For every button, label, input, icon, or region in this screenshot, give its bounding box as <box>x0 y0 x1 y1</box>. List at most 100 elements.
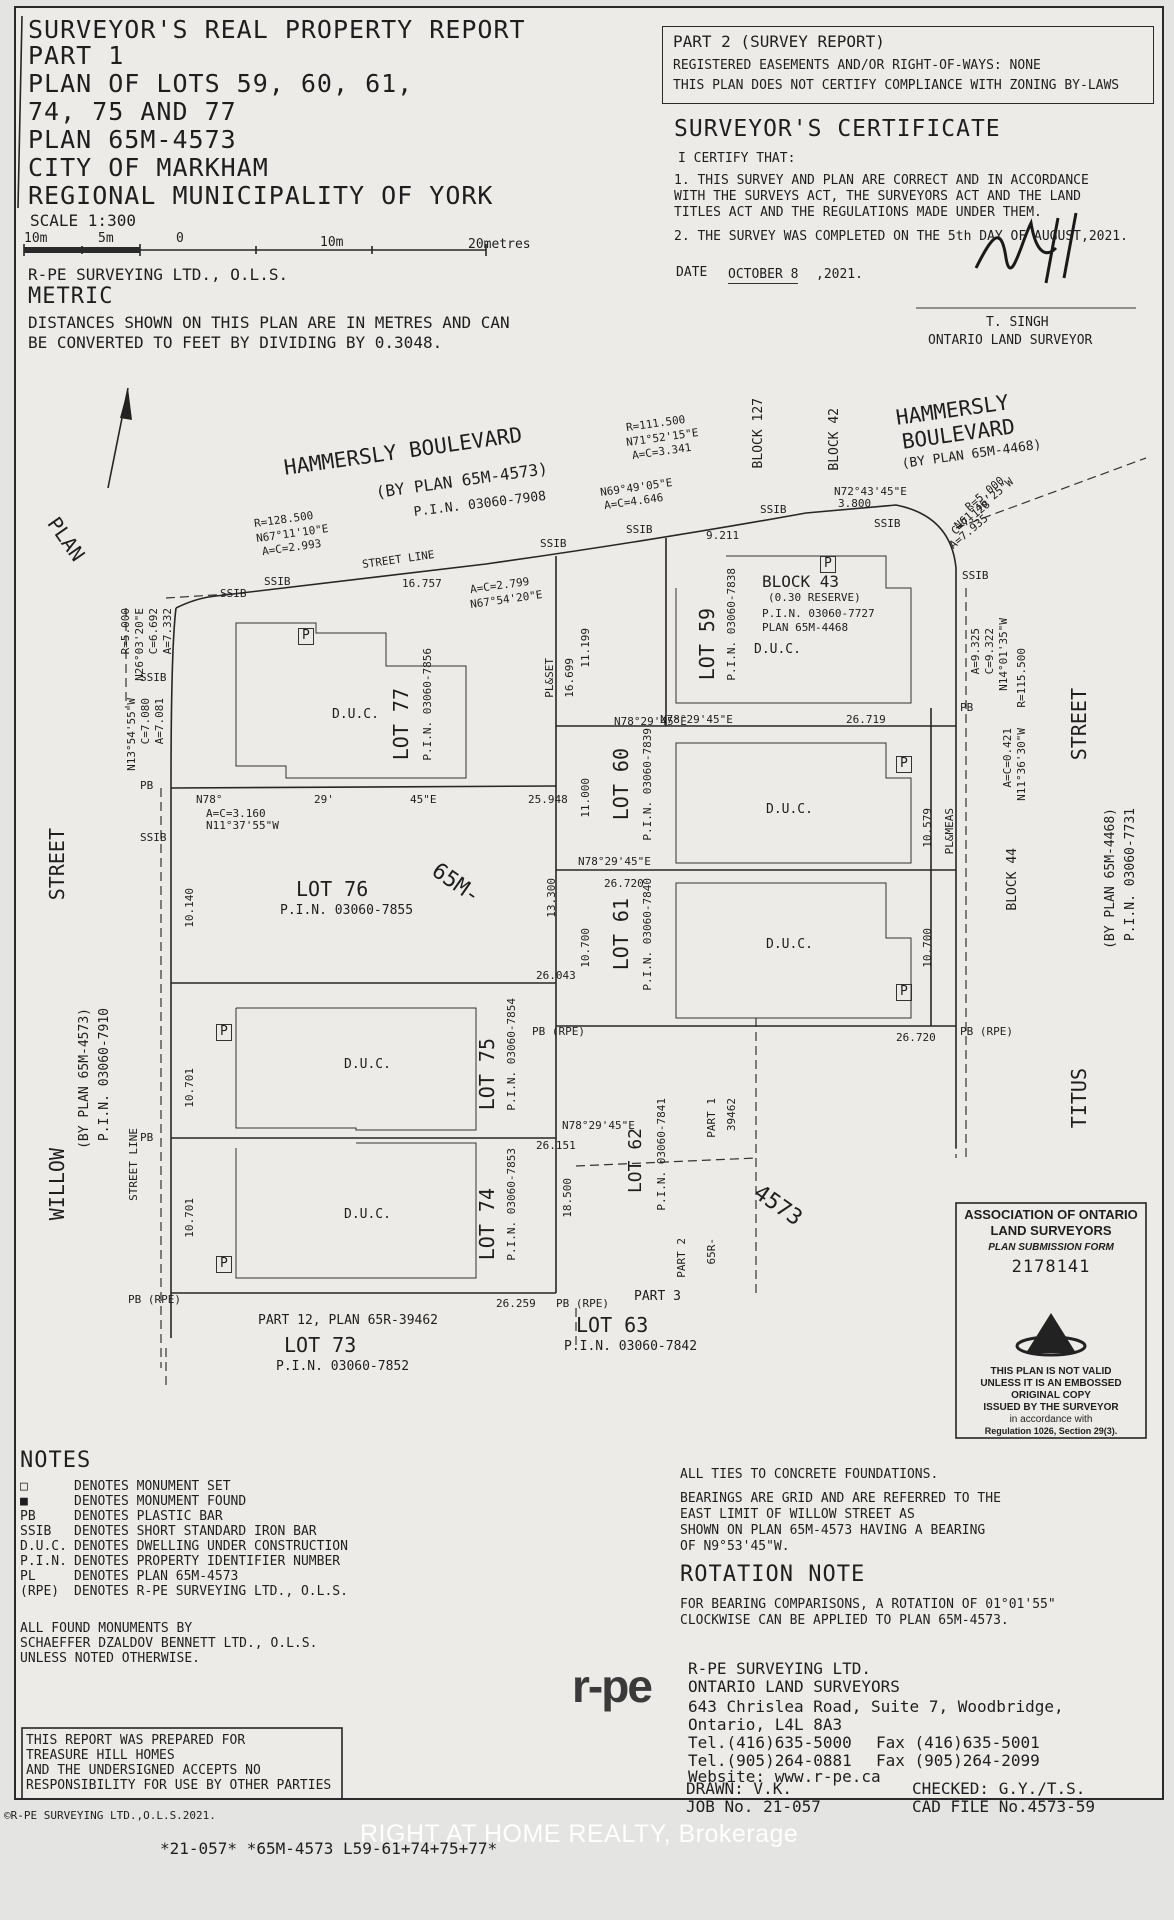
company-tel-1: Tel.(416)635-5000 <box>688 1733 852 1752</box>
dim-13300: 13.300 <box>545 878 558 918</box>
curve-r115500: R=115.500 <box>1015 648 1028 708</box>
company-line-1: ONTARIO LAND SURVEYORS <box>688 1677 900 1696</box>
dim-16757: 16.757 <box>402 577 442 590</box>
lot-75-label: LOT 75 <box>475 1038 499 1111</box>
lot-76-label: LOT 76 <box>296 877 369 901</box>
bearing-n78-lot59: N78°29'45"E <box>660 713 733 726</box>
certificate-date-value: OCTOBER 8 <box>728 267 799 284</box>
lot-60-label: LOT 60 <box>609 748 633 821</box>
stamp-title-2: LAND SURVEYORS <box>990 1223 1112 1238</box>
title-line-4: 74, 75 AND 77 <box>28 97 237 126</box>
company-fax-1: Fax (416)635-5001 <box>876 1733 1040 1752</box>
monuments-line-3: UNLESS NOTED OTHERWISE. <box>20 1651 201 1666</box>
marker-pb-rpe-4: PB (RPE) <box>556 1297 609 1310</box>
scale-tick-5: 20metres <box>468 237 531 252</box>
marker-p-5: P <box>896 756 912 773</box>
stamp-notice-1: THIS PLAN IS NOT VALID <box>990 1366 1112 1377</box>
monuments-line-1: ALL FOUND MONUMENTS BY <box>20 1621 193 1636</box>
stamp-notice-2: UNLESS IT IS AN EMBOSSED <box>980 1378 1122 1389</box>
note-text-7: DENOTES PLAN 65M-4573 <box>74 1569 239 1584</box>
title-line-1: SURVEYOR'S REAL PROPERTY REPORT <box>28 15 526 44</box>
block-43-label: BLOCK 43 <box>762 572 840 591</box>
marker-p-2: P <box>216 1024 232 1041</box>
marker-ssib-1: SSIB <box>220 587 247 600</box>
metric-note-2: BE CONVERTED TO FEET BY DIVIDING BY 0.30… <box>28 333 443 352</box>
firm-label: R-PE SURVEYING LTD., O.L.S. <box>28 265 289 284</box>
prepared-line-3: AND THE UNDERSIGNED ACCEPTS NO <box>26 1763 261 1778</box>
certificate-title: SURVEYOR'S CERTIFICATE <box>674 116 1001 142</box>
ties-note: ALL TIES TO CONCRETE FOUNDATIONS. <box>680 1467 939 1482</box>
marker-pb-2: PB <box>140 1131 154 1144</box>
lot-75-pin: P.I.N. 03060-7854 <box>505 998 518 1111</box>
part12-label: PART 12, PLAN 65R-39462 <box>258 1313 439 1328</box>
road-titus-plan: (BY PLAN 65M-4468) <box>1103 808 1118 949</box>
road-willow-pin: P.I.N. 03060-7910 <box>97 1008 112 1142</box>
dim-26719: 26.719 <box>846 713 886 726</box>
certificate-item-4: 2. THE SURVEY WAS COMPLETED ON THE 5th D… <box>674 229 1128 244</box>
note-text-3: DENOTES PLASTIC BAR <box>74 1509 223 1524</box>
curve-n11-36: N11°36'30"W <box>1015 728 1028 801</box>
dim-10700-a: 10.700 <box>579 928 592 968</box>
bearing-45-a: 45"E <box>410 793 437 806</box>
part3-label: PART 3 <box>634 1289 681 1304</box>
notes-title: NOTES <box>20 1448 92 1473</box>
lot-59-label: LOT 59 <box>695 608 719 681</box>
duc-lot-60: D.U.C. <box>766 802 813 817</box>
certificate-date-label: DATE <box>676 265 708 280</box>
marker-p-6: P <box>896 984 912 1001</box>
marker-pb-rpe-1: PB (RPE) <box>128 1293 181 1306</box>
signer-title: ONTARIO LAND SURVEYOR <box>928 333 1093 348</box>
dim-10700-b: 10.700 <box>921 928 934 968</box>
dim-26720-b: 26.720 <box>896 1031 936 1044</box>
note-key-7: PL <box>20 1569 36 1584</box>
stamp-title-1: ASSOCIATION OF ONTARIO <box>964 1207 1138 1222</box>
bearings-note-3: SHOWN ON PLAN 65M-4573 HAVING A BEARING <box>680 1523 986 1538</box>
footer-code: *21-057* *65M-4573 L59-61+74+75+77* <box>160 1839 498 1858</box>
block-127-label: BLOCK 127 <box>751 398 766 469</box>
note-text-2: DENOTES MONUMENT FOUND <box>74 1494 247 1509</box>
marker-ssib-7: SSIB <box>962 569 989 582</box>
part2-label: PART 2 <box>675 1238 688 1278</box>
stamp-notice-4: ISSUED BY THE SURVEYOR <box>983 1402 1119 1413</box>
drawn-by: DRAWN: V.K. <box>686 1779 792 1798</box>
note-key-1: □ <box>20 1479 28 1494</box>
part1-label: PART 1 <box>705 1098 718 1138</box>
marker-ssib-2: SSIB <box>264 575 291 588</box>
lot-61-label: LOT 61 <box>609 898 633 971</box>
duc-lot-61: D.U.C. <box>766 937 813 952</box>
duc-lot-77: D.U.C. <box>332 707 379 722</box>
bearings-note-1: BEARINGS ARE GRID AND ARE REFERRED TO TH… <box>680 1491 1001 1506</box>
certificate-item-2: WITH THE SURVEYS ACT, THE SURVEYORS ACT … <box>674 189 1081 204</box>
company-line-2: 643 Chrislea Road, Suite 7, Woodbridge, <box>688 1697 1064 1716</box>
part2-title: PART 2 (SURVEY REPORT) <box>673 32 885 51</box>
lot-62-pin: P.I.N. 03060-7841 <box>655 1098 668 1211</box>
stamp-number: 2178141 <box>1011 1257 1091 1277</box>
marker-p-4: P <box>820 556 836 573</box>
realty-watermark: RIGHT AT HOME REALTY, Brokerage <box>360 1820 799 1848</box>
note-text-8: DENOTES R-PE SURVEYING LTD., O.L.S. <box>74 1584 348 1599</box>
rotation-text-1: FOR BEARING COMPARISONS, A ROTATION OF 0… <box>680 1597 1056 1612</box>
company-name: R-PE SURVEYING LTD. <box>688 1659 872 1678</box>
certificate-item-1: 1. THIS SURVEY AND PLAN ARE CORRECT AND … <box>674 173 1089 188</box>
block-43-plan: PLAN 65M-4468 <box>762 621 849 634</box>
dim-10701-a: 10.701 <box>183 1068 196 1108</box>
marker-ssib-5: SSIB <box>760 503 787 516</box>
block-43-pin: P.I.N. 03060-7727 <box>762 607 875 620</box>
part-65r: 65R- <box>705 1238 718 1265</box>
monuments-line-2: SCHAEFFER DZALDOV BENNETT LTD., O.L.S. <box>20 1636 318 1651</box>
note-text-1: DENOTES MONUMENT SET <box>74 1479 231 1494</box>
dim-11199: 11.199 <box>579 628 592 668</box>
lot-59-pin: P.I.N. 03060-7838 <box>725 568 738 681</box>
metric-label: METRIC <box>28 284 114 309</box>
company-website: Website: www.r-pe.ca <box>688 1767 881 1786</box>
road-titus: TITUS <box>1067 1068 1091 1129</box>
marker-street-line-west: STREET LINE <box>127 1128 140 1201</box>
note-text-6: DENOTES PROPERTY IDENTIFIER NUMBER <box>74 1554 341 1569</box>
title-line-3: PLAN OF LOTS 59, 60, 61, <box>28 69 414 98</box>
lot-63-pin: P.I.N. 03060-7842 <box>564 1339 698 1354</box>
road-willow-plan: (BY PLAN 65M-4573) <box>77 1008 92 1149</box>
lot-63-label: LOT 63 <box>576 1313 649 1337</box>
marker-ssib-9: SSIB <box>140 831 167 844</box>
curve-a7081: A=7.081 <box>153 698 166 745</box>
part-39462: 39462 <box>725 1098 738 1132</box>
